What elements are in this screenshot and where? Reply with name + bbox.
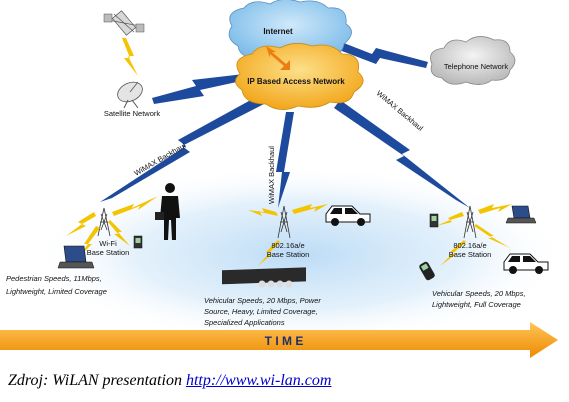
telephone-network-cloud: Telephone Network [430, 36, 516, 85]
vehicular-modem-icon [222, 267, 306, 288]
telephone-network-label: Telephone Network [444, 62, 508, 71]
telephone-link-bolt [334, 40, 428, 68]
laptop-icon-left [57, 245, 95, 269]
backhaul-label-left: WiMAX Backhaul [133, 141, 188, 178]
right-station-line2: Base Station [449, 250, 492, 259]
backhaul-bolt-left [100, 96, 264, 202]
center-base-station-tower [277, 205, 291, 239]
satellite-dish-icon [117, 81, 143, 109]
vehicle-icon-center [325, 205, 371, 226]
satellite-network-label: Satellite Network [104, 109, 161, 118]
left-desc-line2: Lightweight, Limited Coverage [6, 287, 107, 296]
right-desc-line2: Lightweight, Full Coverage [432, 300, 521, 309]
backhaul-label-right: WiMAX Backhaul [375, 89, 425, 133]
pedestrian-user-icon [155, 183, 180, 240]
backhaul-bolt-center [276, 112, 294, 208]
caption-prefix: Zdroj: WiLAN presentation [8, 372, 186, 389]
wifi-base-station-tower [97, 207, 111, 237]
center-station-line1: 802.16a/e [271, 241, 304, 250]
center-desc-line2: Source, Heavy, Limited Coverage, [204, 307, 318, 316]
source-link[interactable]: http://www.wi-lan.com [185, 372, 332, 389]
center-station-description: Vehicular Speeds, 20 Mbps, Power Source,… [204, 296, 321, 327]
center-station-line2: Base Station [267, 250, 310, 259]
internet-label: Internet [263, 27, 293, 36]
left-station-description: Pedestrian Speeds, 11Mbps, Lightweight, … [6, 274, 107, 296]
satellite-downlink-bolt [122, 38, 138, 76]
backhaul-bolt-right [334, 100, 470, 208]
right-station-line1: 802.16a/e [453, 241, 486, 250]
laptop-icon-right [505, 205, 537, 224]
right-station-description: Vehicular Speeds, 20 Mbps, Lightweight, … [432, 289, 526, 309]
backhaul-label-center: WiMAX Backhaul [267, 146, 276, 204]
pda-icon-right [429, 213, 439, 228]
right-wireless-bolts [436, 204, 512, 266]
wifi-station-line2: Base Station [87, 248, 130, 257]
ip-access-network-cloud: IP Based Access Network [235, 43, 364, 110]
pda-device-icon [133, 235, 143, 249]
mobile-phone-icon [419, 261, 435, 281]
left-desc-line1: Pedestrian Speeds, 11Mbps, [6, 274, 102, 283]
right-desc-line1: Vehicular Speeds, 20 Mbps, [432, 289, 526, 298]
ip-network-label: IP Based Access Network [247, 77, 345, 86]
backhaul-links [100, 40, 470, 208]
right-base-station-tower [463, 205, 477, 239]
wifi-wireless-bolts [66, 196, 158, 258]
satellite-icon [103, 10, 145, 36]
vehicle-icon-right [503, 253, 549, 274]
center-desc-line1: Vehicular Speeds, 20 Mbps, Power [204, 296, 321, 305]
center-wireless-bolts [248, 204, 328, 266]
source-caption: Zdroj: WiLAN presentation http://www.wi-… [8, 372, 331, 390]
time-arrow: T I M E [0, 322, 558, 358]
internet-ip-exchange-arrow [266, 46, 290, 70]
center-desc-line3: Specialized Applications [204, 318, 285, 327]
time-label: T I M E [265, 334, 304, 348]
wifi-station-line1: Wi-Fi [99, 239, 117, 248]
satellite-link-bolt [152, 74, 246, 104]
